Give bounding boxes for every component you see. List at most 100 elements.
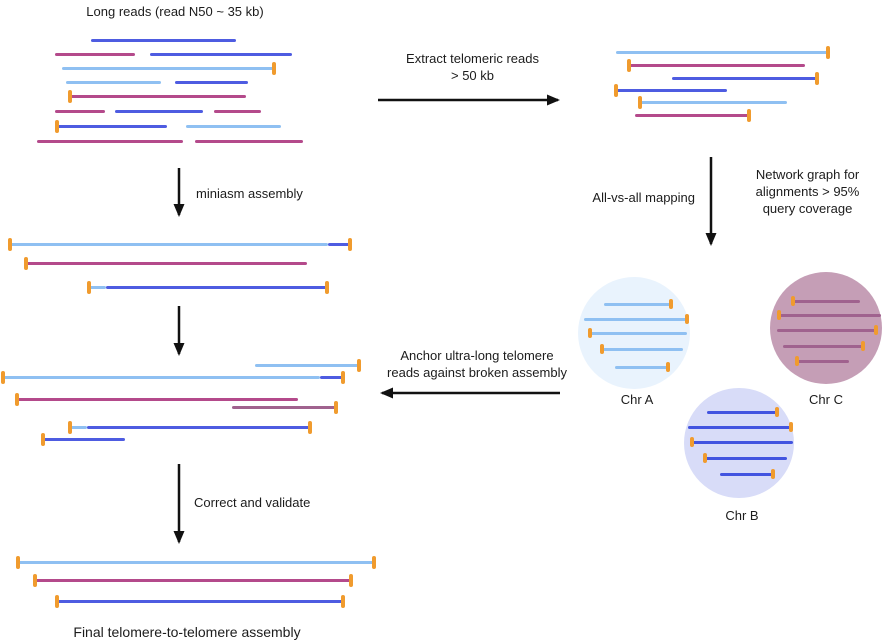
read-segment (3, 375, 320, 379)
label-final-assembly: Final telomere-to-telomere assembly (73, 624, 301, 640)
read-segment (672, 76, 817, 80)
telomere-tick (815, 71, 819, 85)
read-segment (195, 139, 303, 143)
label-network-graph: Network graph for alignments > 95% query… (755, 167, 860, 217)
read-segment (629, 63, 805, 67)
telomere-tick (325, 280, 329, 294)
read-segment (604, 302, 671, 306)
telomere-tick (703, 453, 707, 463)
telomere-tick (349, 573, 353, 587)
telomere-tick (775, 407, 779, 417)
telomere-tick (685, 314, 689, 324)
read-segment (214, 109, 261, 113)
read-segment (584, 317, 687, 321)
telomere-tick (747, 108, 751, 122)
telomere-tick (791, 296, 795, 306)
telomere-tick (33, 573, 37, 587)
read-segment (783, 344, 863, 348)
telomere-tick (272, 61, 276, 75)
read-segment (616, 88, 727, 92)
read-segment (328, 242, 350, 246)
read-segment (797, 359, 849, 363)
cluster-circle-chr-c (770, 272, 882, 384)
telomere-tick (627, 58, 631, 72)
telomere-tick (789, 422, 793, 432)
telomere-tick (861, 341, 865, 351)
telomere-tick (68, 420, 72, 434)
read-segment (602, 347, 683, 351)
read-segment (70, 94, 246, 98)
read-segment (640, 100, 787, 104)
telomere-tick (55, 119, 59, 133)
read-segment (688, 425, 791, 429)
label-anchor-reads: Anchor ultra-long telomere reads against… (387, 348, 567, 381)
label-miniasm-assembly: miniasm assembly (196, 186, 303, 201)
telomere-tick (87, 280, 91, 294)
read-segment (62, 66, 274, 70)
telomere-tick (826, 45, 830, 59)
read-segment (720, 472, 773, 476)
read-segment (106, 285, 327, 289)
read-segment (89, 285, 106, 289)
telomere-tick (588, 328, 592, 338)
label-chr-a: Chr A (620, 392, 654, 407)
read-segment (66, 80, 161, 84)
telomere-tick (777, 310, 781, 320)
read-segment (779, 313, 881, 317)
read-segment (70, 425, 87, 429)
telomere-tick (8, 237, 12, 251)
telomere-tick (308, 420, 312, 434)
read-segment (91, 38, 236, 42)
read-segment (320, 375, 343, 379)
telomere-tick (874, 325, 878, 335)
read-segment (43, 437, 125, 441)
read-segment (615, 365, 668, 369)
read-segment (150, 52, 292, 56)
read-segment (232, 405, 336, 409)
telomere-tick (15, 392, 19, 406)
telomere-tick (24, 256, 28, 270)
telomere-tick (372, 555, 376, 569)
telomere-tick (357, 358, 361, 372)
read-segment (17, 397, 298, 401)
read-segment (10, 242, 328, 246)
read-segment (692, 440, 793, 444)
label-all-vs-all-mapping: All-vs-all mapping (592, 190, 695, 205)
read-segment (18, 560, 374, 564)
read-segment (115, 109, 203, 113)
read-segment (635, 113, 749, 117)
read-segment (175, 80, 248, 84)
read-segment (707, 410, 777, 414)
telomere-tick (600, 344, 604, 354)
telomere-tick (666, 362, 670, 372)
read-segment (705, 456, 787, 460)
read-segment (55, 109, 105, 113)
telomere-tick (1, 370, 5, 384)
read-segment (37, 139, 183, 143)
telomere-tick (614, 83, 618, 97)
label-long-reads: Long reads (read N50 ~ 35 kb) (86, 4, 264, 19)
read-segment (55, 52, 135, 56)
telomere-tick (41, 432, 45, 446)
telomere-tick (795, 356, 799, 366)
read-segment (255, 363, 359, 367)
telomere-tick (669, 299, 673, 309)
read-segment (87, 425, 310, 429)
read-segment (57, 599, 343, 603)
read-segment (616, 50, 828, 54)
telomere-tick (16, 555, 20, 569)
read-segment (186, 124, 281, 128)
read-segment (777, 328, 876, 332)
label-chr-b: Chr B (725, 508, 759, 523)
read-segment (26, 261, 307, 265)
telomere-tick (348, 237, 352, 251)
telomere-tick (638, 95, 642, 109)
telomere-tick (341, 370, 345, 384)
label-extract-telomeric-reads: Extract telomeric reads > 50 kb (406, 51, 539, 84)
telomere-tick (55, 594, 59, 608)
read-segment (57, 124, 167, 128)
telomere-tick (341, 594, 345, 608)
read-segment (590, 331, 687, 335)
label-chr-c: Chr C (809, 392, 843, 407)
